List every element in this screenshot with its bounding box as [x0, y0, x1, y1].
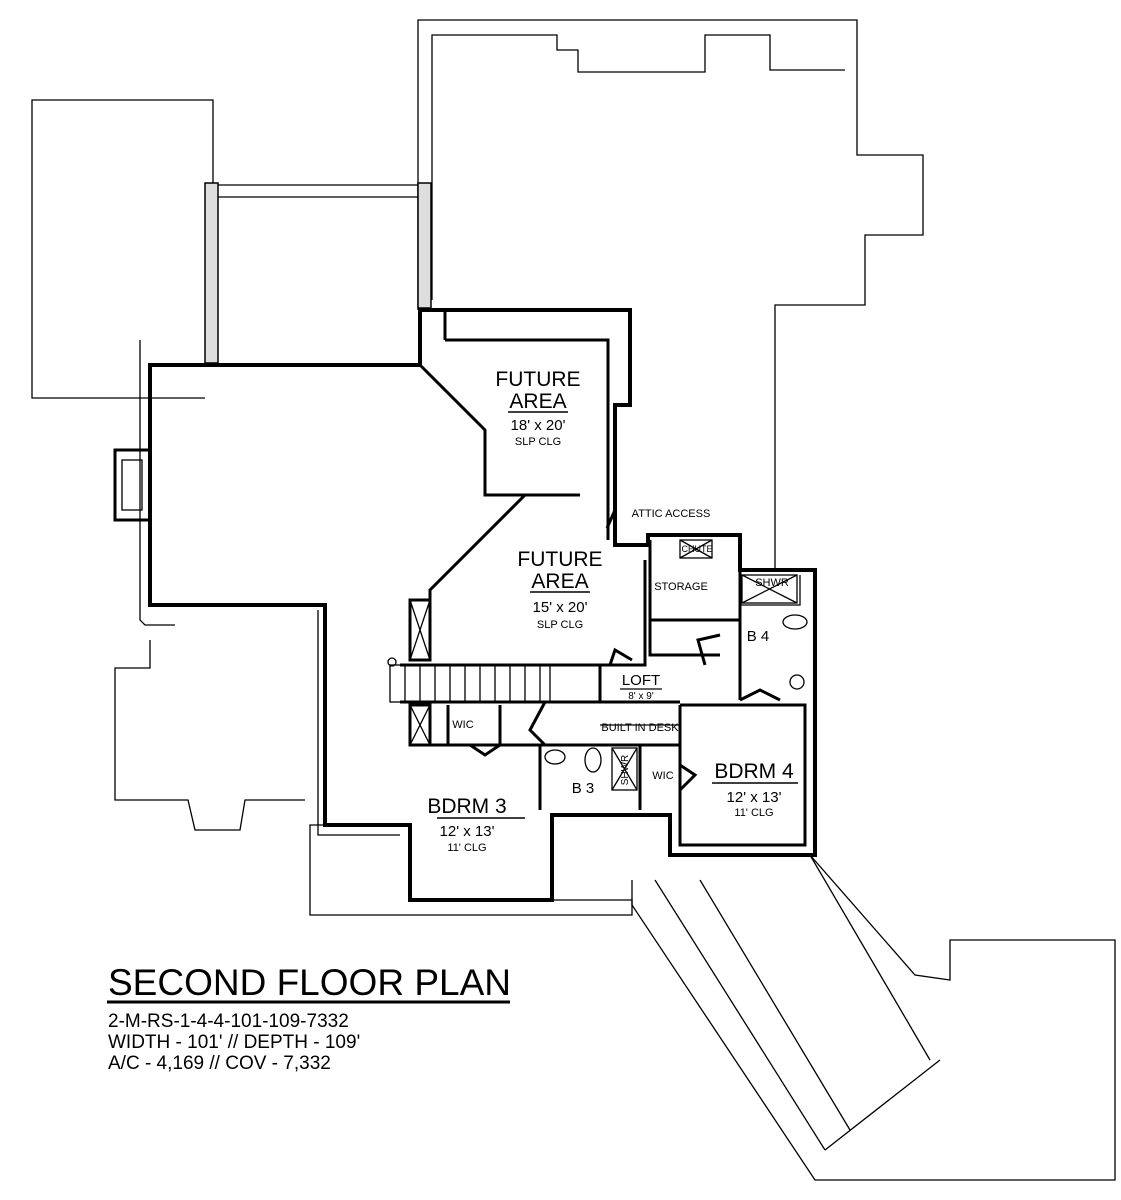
wic-label: WIC: [652, 770, 673, 782]
room-future-area-2: FUTURE AREA 15' x 20' SLP CLG: [517, 548, 602, 631]
storage-label: STORAGE: [654, 581, 708, 593]
room-future-area-1: FUTURE AREA 18' x 20' SLP CLG: [495, 368, 580, 448]
attic-access-label: ATTIC ACCESS: [632, 508, 711, 520]
roof-outlines: [31, 19, 1116, 1181]
room-name: FUTURE: [517, 548, 602, 571]
exterior-walls: [113, 308, 817, 902]
plan-areas: A/C - 4,169 // COV - 7,332: [108, 1053, 331, 1074]
room-ceiling: 11' CLG: [447, 842, 486, 854]
plan-title: SECOND FLOOR PLAN: [108, 962, 511, 1003]
room-name: LOFT: [622, 672, 660, 689]
doors: [469, 509, 781, 792]
room-name: BDRM 4: [714, 760, 794, 783]
wic-label: WIC: [452, 719, 473, 731]
title-block: SECOND FLOOR PLAN 2-M-RS-1-4-4-101-109-7…: [107, 962, 511, 1074]
room-name: AREA: [509, 390, 566, 413]
interior-walls: [400, 310, 808, 847]
plan-code: 2-M-RS-1-4-4-101-109-7332: [108, 1011, 349, 1032]
room-size: 12' x 13': [440, 823, 495, 840]
room-size: 12' x 13': [727, 789, 782, 806]
shower-b3-label: SHWR: [620, 755, 631, 786]
room-loft: LOFT 8' x 9': [620, 672, 662, 702]
room-size: 15' x 20': [533, 599, 588, 616]
plan-dimensions: WIDTH - 101' // DEPTH - 109': [108, 1032, 360, 1053]
room-size: 18' x 20': [511, 417, 566, 434]
chute-label: CHUTE: [682, 544, 713, 554]
room-size: 8' x 9': [628, 691, 654, 702]
room-name: FUTURE: [495, 368, 580, 391]
room-name: AREA: [531, 570, 588, 593]
balcony-walls: [204, 182, 432, 364]
room-ceiling: SLP CLG: [515, 436, 561, 448]
stairs: [387, 657, 551, 703]
b3-label: B 3: [572, 780, 595, 797]
room-ceiling: 11' CLG: [734, 807, 773, 819]
room-bdrm3: BDRM 3 12' x 13' 11' CLG: [427, 795, 525, 854]
shower-b4-label: SHWR: [755, 577, 789, 589]
b4-label: B 4: [747, 628, 770, 645]
room-ceiling: SLP CLG: [537, 619, 583, 631]
built-in-desk-label: BUILT IN DESK: [601, 722, 679, 734]
room-bdrm4: BDRM 4 12' x 13' 11' CLG: [712, 760, 798, 819]
room-name: BDRM 3: [427, 795, 506, 818]
